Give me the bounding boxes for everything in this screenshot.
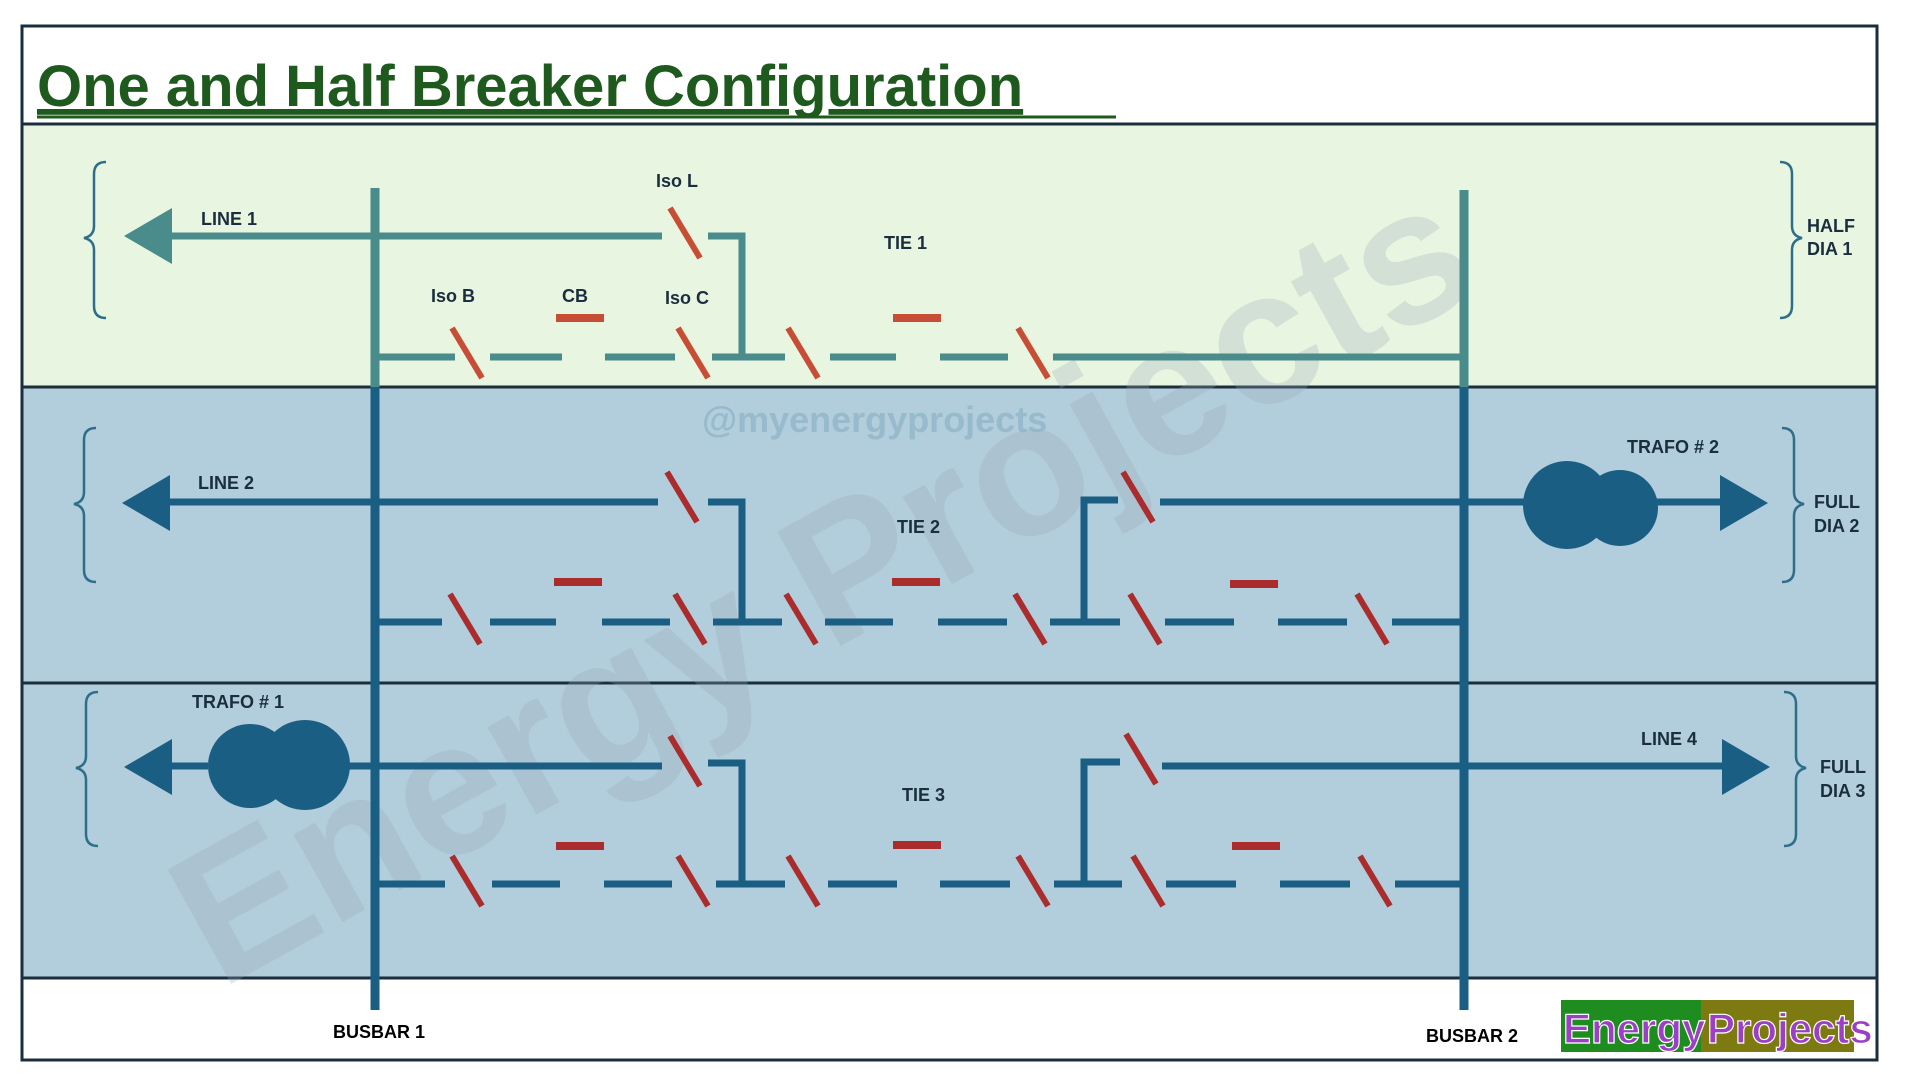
tie-3-iso-switch-4 [1015,854,1051,908]
iso-b-switch [449,326,485,380]
line-4-iso-switch [1123,732,1159,786]
full-diameter-3 [124,720,1770,908]
line-2-arrow-icon [122,475,170,531]
tie-3-iso-switch-2 [675,854,711,908]
full-dia-3-label-line1: FULL [1820,757,1866,777]
busbar-2-label: BUSBAR 2 [1426,1026,1518,1046]
iso-b-label: Iso B [431,286,475,306]
tie-2-iso-switch-1 [447,592,483,646]
watermark-handle: @myenergyprojects [702,399,1047,440]
tie-2-iso-switch-6 [1354,592,1390,646]
tie-3-iso-switch-3 [785,854,821,908]
half-dia-1-label-line2: DIA 1 [1807,239,1852,259]
page-title: One and Half Breaker Configuration [37,54,1023,119]
full-diameter-2 [122,461,1768,646]
tie-3-iso-switch-6 [1357,854,1393,908]
tie-1-label: TIE 1 [884,233,927,253]
full-dia-2-label-line2: DIA 2 [1814,516,1859,536]
trafo-2-arrow-icon [1720,475,1768,531]
logo-text-energy: Energy [1563,1005,1706,1052]
line-1-label: LINE 1 [201,209,257,229]
trafo-2-iso-switch [1120,470,1156,524]
row3-left-brace [75,690,99,848]
tie-2-line-iso-switch [664,470,700,524]
iso-l-switch [667,206,703,260]
busbar-1-label: BUSBAR 1 [333,1022,425,1042]
line-4-arrow-icon [1722,739,1770,795]
tie-2-iso-switch-4 [1012,592,1048,646]
full-dia-3-label-line2: DIA 3 [1820,781,1865,801]
iso-c-label: Iso C [665,288,709,308]
tie-3-iso-switch-1 [449,854,485,908]
row2-left-brace [73,426,97,584]
tie-1-iso-switch-right [1015,326,1051,380]
trafo-1-arrow-icon [124,739,172,795]
row1-left-brace [83,160,107,320]
tie-2-iso-switch-2 [672,592,708,646]
tie-2-iso-switch-3 [783,592,819,646]
tie-2-label: TIE 2 [897,517,940,537]
line-1-arrow-icon [124,208,172,264]
trafo-1-icon [208,720,350,810]
tie-3-label: TIE 3 [902,785,945,805]
trafo-2-label: TRAFO # 2 [1627,437,1719,457]
trafo-2-icon [1523,461,1658,549]
trafo-1-label: TRAFO # 1 [192,692,284,712]
iso-l-label: Iso L [656,171,698,191]
half-dia-1-label-line1: HALF [1807,216,1855,236]
iso-c-switch [675,326,711,380]
tie-1-iso-switch-left [785,326,821,380]
energy-projects-logo: Energy Projects [1561,1000,1873,1053]
full-dia-2-label-line1: FULL [1814,492,1860,512]
half-diameter-1 [124,206,1464,380]
line-2-label: LINE 2 [198,473,254,493]
tie-2-iso-switch-5 [1127,592,1163,646]
tie-3-iso-switch-5 [1130,854,1166,908]
row3-right-brace [1783,690,1807,848]
logo-text-projects: Projects [1707,1005,1873,1052]
row2-right-brace [1781,426,1805,584]
trafo-1-iso-switch [667,734,703,788]
line-4-label: LINE 4 [1641,729,1697,749]
row-half-dia-1 [20,122,1879,389]
row1-right-brace [1779,160,1803,320]
cb-label: CB [562,286,588,306]
